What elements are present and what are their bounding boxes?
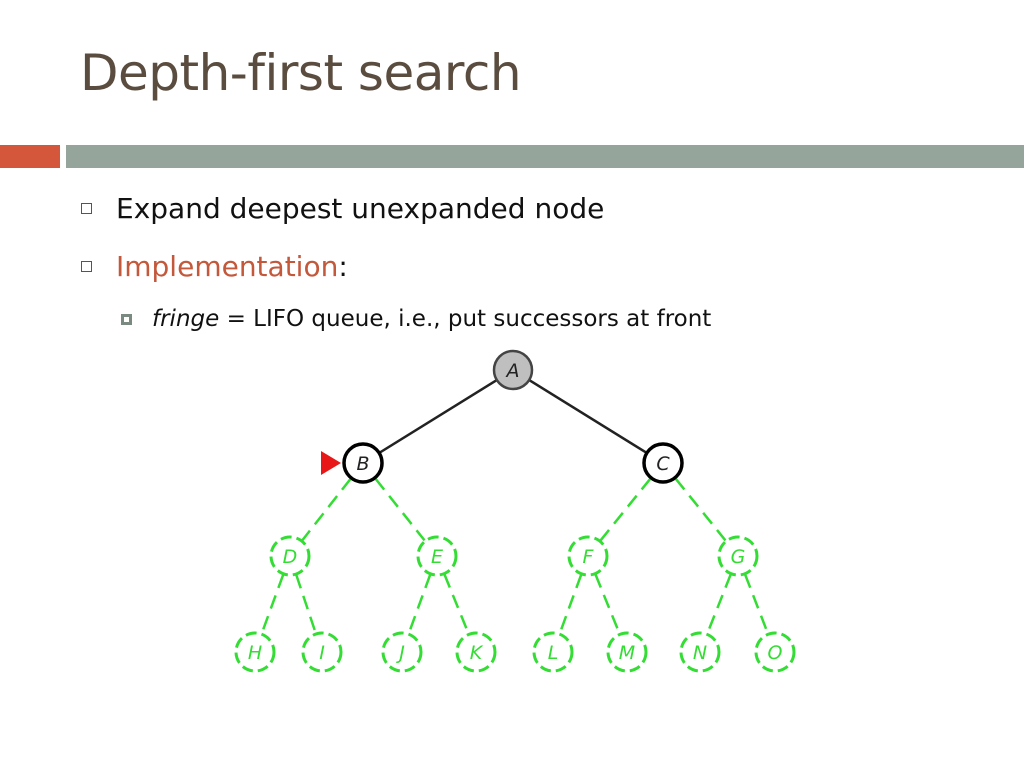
tree-node-E: E — [416, 535, 458, 577]
title-accent-bar — [0, 145, 60, 168]
tree-edge-G-O — [744, 574, 769, 634]
tree-node-J: J — [381, 631, 423, 673]
tree-node-circle — [642, 442, 684, 484]
sub-bullet-fringe: fringe = LIFO queue, i.e., put successor… — [121, 306, 712, 332]
tree-edge-F-L — [558, 574, 583, 634]
tree-node-circle — [269, 535, 311, 577]
tree-node-circle — [455, 631, 497, 673]
tree-node-circle — [606, 631, 648, 673]
tree-node-circle — [532, 631, 574, 673]
tree-node-circle — [416, 535, 458, 577]
hollow-square-bullet-icon — [81, 261, 92, 272]
tree-node-M: M — [606, 631, 648, 673]
tree-edge-B-D — [301, 477, 352, 542]
tree-node-label: F — [583, 546, 595, 568]
tree-node-C: C — [642, 442, 684, 484]
tree-edge-D-I — [295, 574, 317, 634]
title-divider-bar — [66, 145, 1024, 168]
tree-node-circle — [679, 631, 721, 673]
tree-edges — [260, 379, 769, 634]
tree-node-I: I — [301, 631, 343, 673]
tree-edge-E-J — [407, 574, 432, 634]
tree-node-label: A — [505, 360, 520, 382]
tree-node-label: I — [319, 642, 325, 664]
tree-node-H: H — [234, 631, 276, 673]
current-node-pointer-icon — [321, 451, 341, 475]
tree-node-K: K — [455, 631, 497, 673]
tree-node-D: D — [269, 535, 311, 577]
bullet-text: Expand deepest unexpanded node — [116, 192, 605, 225]
tree-node-label: M — [619, 642, 635, 664]
sub-bullet-text: = LIFO queue, i.e., put successors at fr… — [219, 306, 712, 332]
tree-edge-C-G — [674, 477, 727, 542]
bullet-expand: Expand deepest unexpanded node — [81, 192, 605, 225]
hollow-square-bullet-icon — [81, 203, 92, 214]
tree-node-F: F — [567, 535, 609, 577]
tree-edge-F-M — [594, 574, 621, 634]
tree-node-label: D — [283, 546, 298, 568]
bullet-suffix: : — [338, 250, 348, 283]
tree-edge-C-F — [599, 477, 652, 542]
tree-nodes: A B C D E F G H I J K L M N O — [234, 349, 796, 673]
tree-node-circle — [342, 442, 384, 484]
tree-edge-D-H — [260, 574, 285, 634]
tree-node-label: E — [431, 546, 443, 568]
tree-node-G: G — [717, 535, 759, 577]
tree-edge-G-N — [706, 574, 732, 634]
tree-node-circle — [492, 349, 534, 391]
tree-node-label: O — [768, 642, 783, 664]
tree-node-A: A — [492, 349, 534, 391]
tree-node-circle — [234, 631, 276, 673]
tree-node-label: C — [656, 453, 670, 475]
tree-node-label: K — [470, 642, 484, 664]
tree-node-label: J — [395, 642, 405, 664]
tree-node-label: N — [693, 642, 707, 664]
bullet-implementation: Implementation: — [81, 250, 348, 283]
tree-node-B: B — [342, 442, 384, 484]
slide-title: Depth-first search — [80, 44, 522, 102]
tree-node-label: L — [548, 642, 559, 664]
bullet-text-highlight: Implementation — [116, 250, 339, 283]
filled-square-bullet-icon — [121, 314, 132, 325]
tree-node-L: L — [532, 631, 574, 673]
tree-edge-A-B — [379, 379, 497, 454]
tree-edge-E-K — [443, 574, 470, 634]
tree-node-label: G — [731, 546, 746, 568]
tree-node-circle — [301, 631, 343, 673]
tree-node-label: H — [248, 642, 262, 664]
tree-node-O: O — [754, 631, 796, 673]
tree-node-N: N — [679, 631, 721, 673]
tree-node-circle — [754, 631, 796, 673]
tree-edge-A-C — [529, 379, 647, 454]
sub-bullet-italic: fringe — [152, 306, 220, 332]
tree-edge-B-E — [374, 477, 426, 542]
tree-node-circle — [717, 535, 759, 577]
tree-node-circle — [381, 631, 423, 673]
tree-node-circle — [567, 535, 609, 577]
tree-node-label: B — [356, 453, 369, 475]
